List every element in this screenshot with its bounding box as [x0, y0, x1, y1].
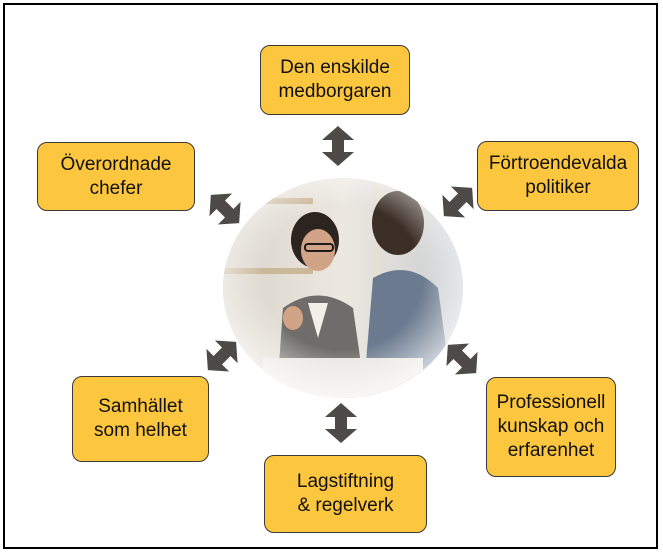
- double-arrow-icon-bottom-left: [206, 340, 238, 372]
- box-den-enskilde-medborgaren: Den enskilde medborgaren: [260, 45, 410, 115]
- double-arrow-icon-bottom-right: [446, 343, 478, 375]
- box-overordnade-chefer: Överordnade chefer: [37, 142, 195, 211]
- box-professionell-kunskap: Professionell kunskap och erfarenhet: [486, 377, 616, 477]
- box-samhallet-som-helhet: Samhället som helhet: [72, 376, 209, 462]
- double-arrow-icon-top-left: [209, 193, 241, 225]
- box-lagstiftning-regelverk: Lagstiftning & regelverk: [264, 455, 427, 533]
- center-photo: [223, 178, 463, 398]
- double-arrow-icon-bottom: [325, 403, 357, 443]
- meeting-photo-image: [223, 178, 463, 398]
- double-arrow-icon-top-right: [442, 186, 474, 218]
- box-fortroendevalda-politiker: Förtroendevalda politiker: [477, 141, 639, 211]
- double-arrow-icon-top: [322, 126, 354, 166]
